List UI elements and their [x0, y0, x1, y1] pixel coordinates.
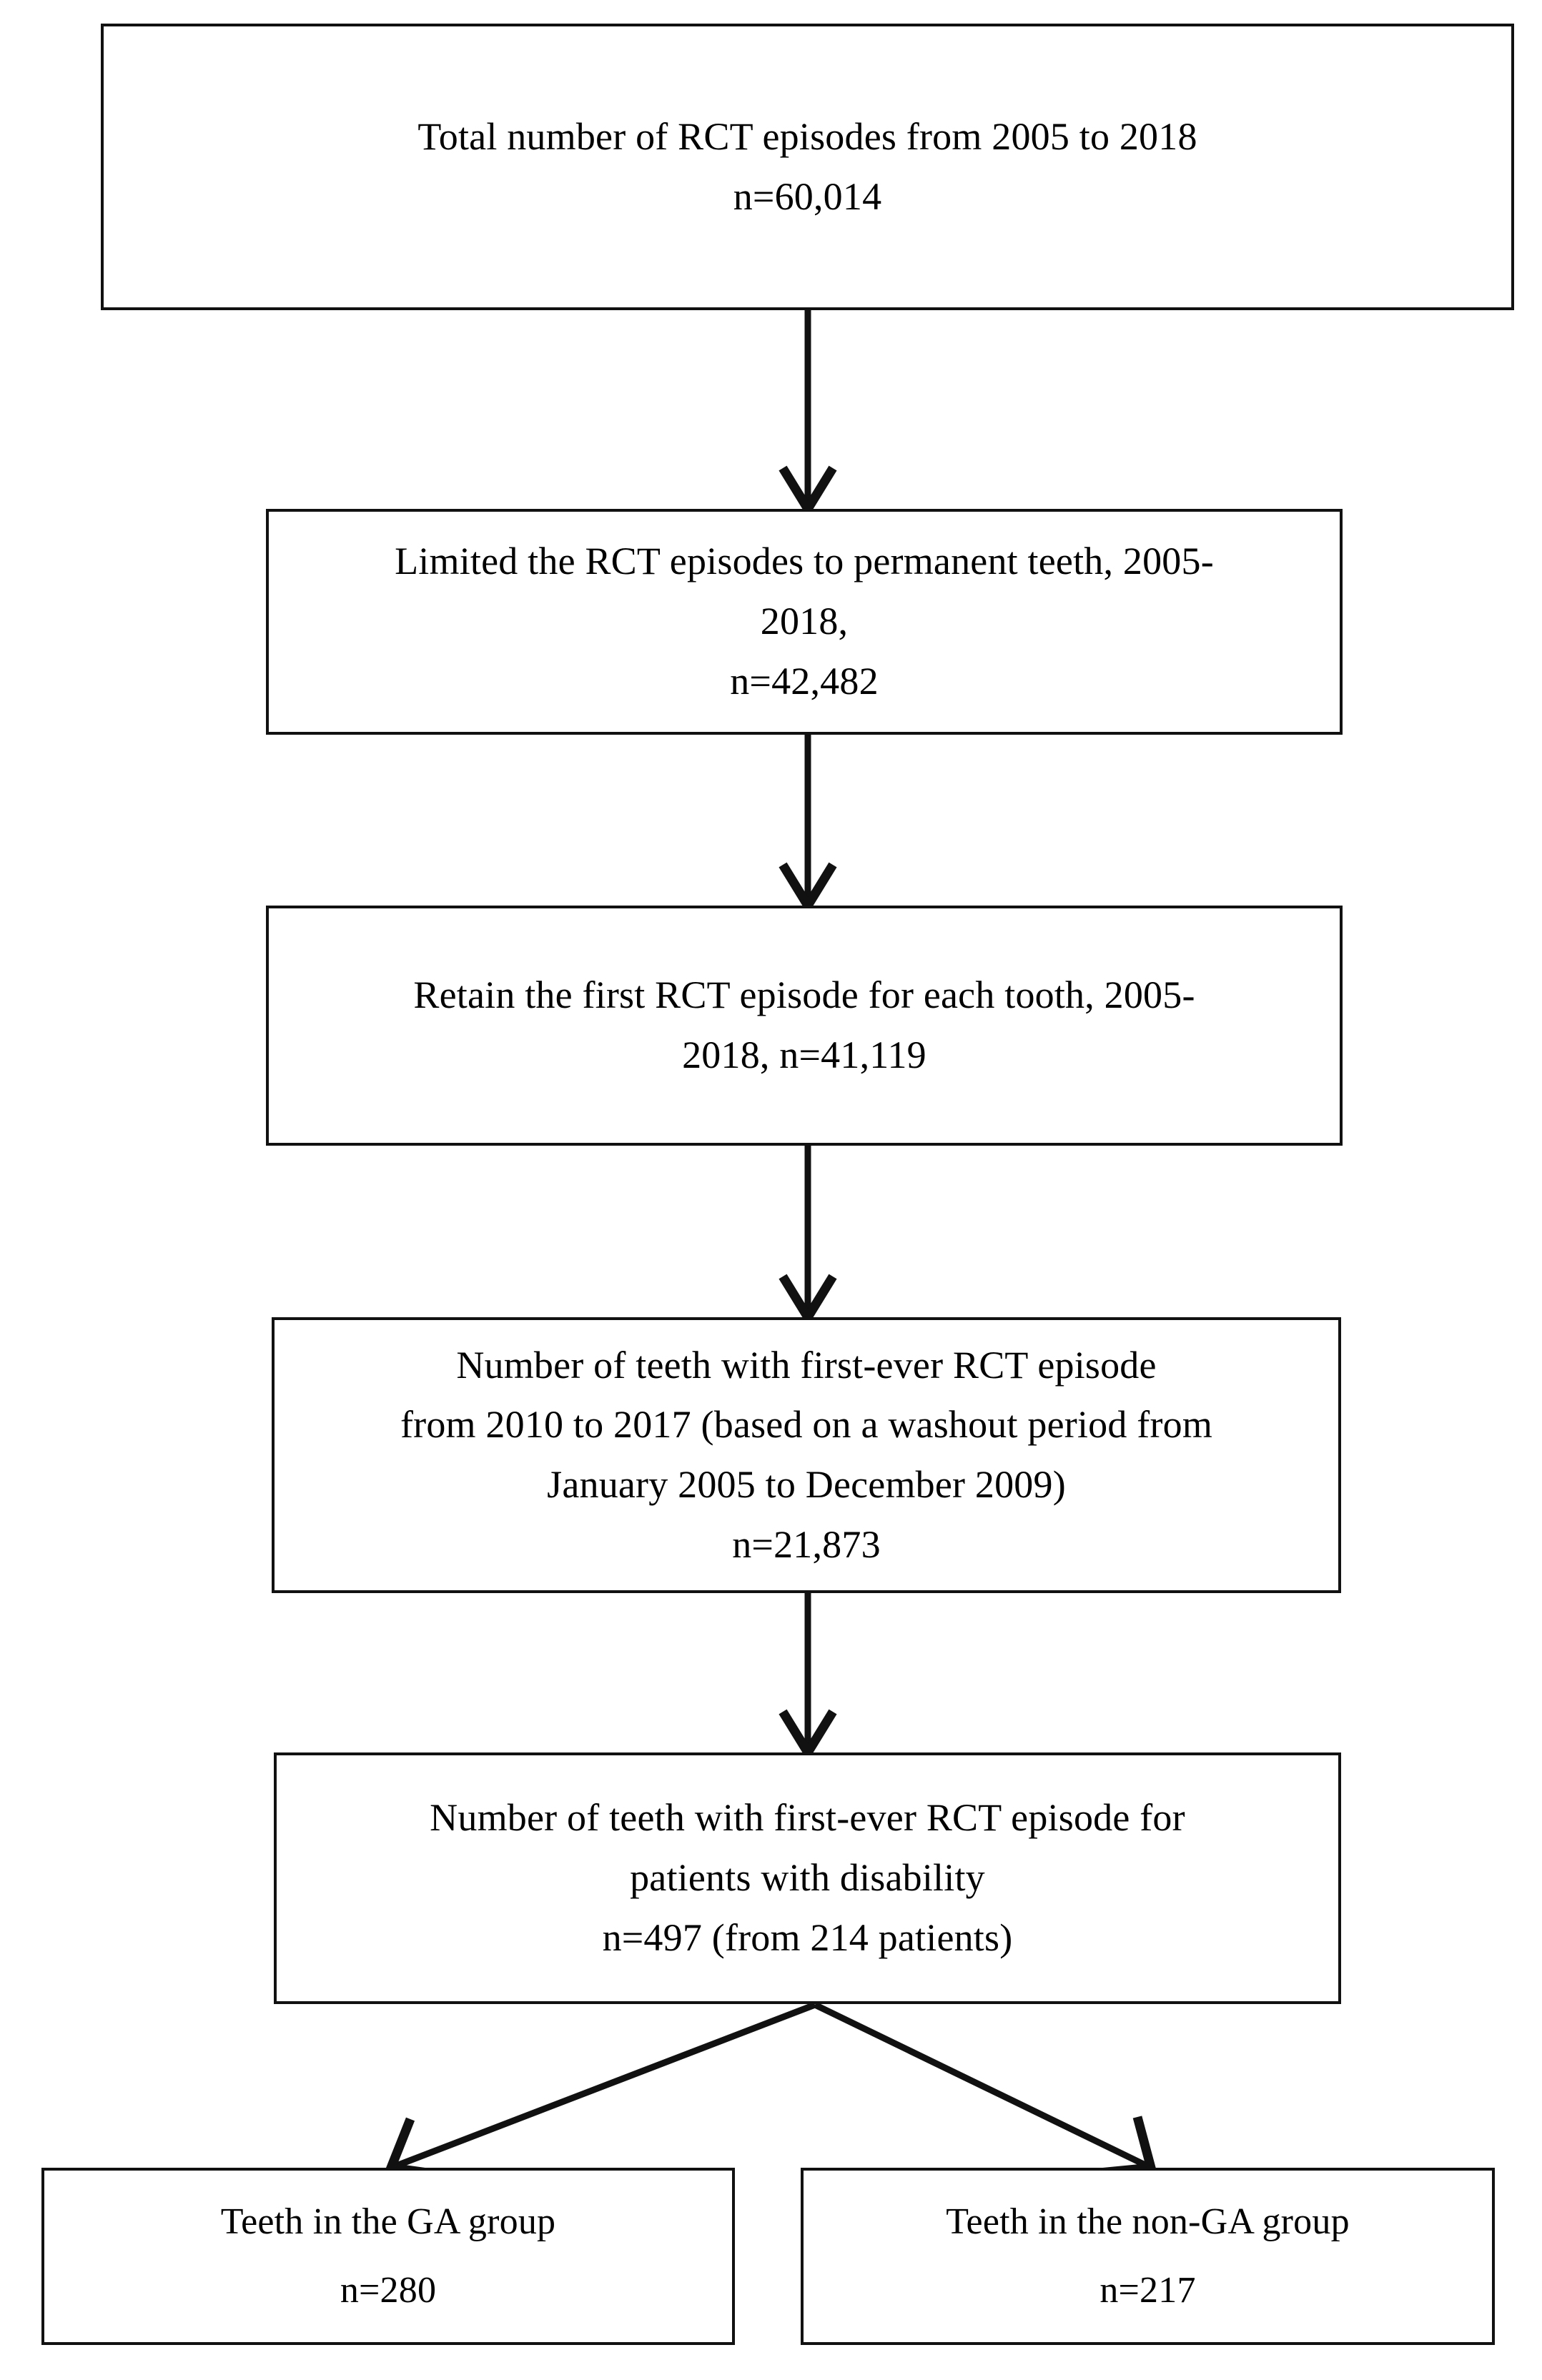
node-first-ever-2010-2017[interactable]: Number of teeth with first-ever RCT epis…	[272, 1317, 1341, 1593]
node-permanent-teeth[interactable]: Limited the RCT episodes to permanent te…	[266, 509, 1343, 735]
arrow-head-4-5	[779, 1709, 837, 1762]
node-line: n=217	[1099, 2270, 1196, 2311]
arrow-head-5-6	[384, 2117, 443, 2180]
arrow-head-2-3	[779, 862, 837, 915]
node-line: n=42,482	[730, 659, 879, 703]
node-patients-with-disability[interactable]: Number of teeth with first-ever RCT epis…	[274, 1752, 1341, 2004]
node-line: n=21,873	[732, 1522, 881, 1566]
node-line: Teeth in the non-GA group	[946, 2201, 1350, 2242]
node-line: Teeth in the GA group	[220, 2201, 556, 2242]
node-line: patients with disability	[630, 1856, 985, 1900]
node-line: n=497 (from 214 patients)	[602, 1915, 1013, 1959]
node-first-episode-per-tooth[interactable]: Retain the first RCT episode for each to…	[266, 906, 1343, 1146]
node-line: Limited the RCT episodes to permanent te…	[395, 540, 1214, 583]
node-line: 2018, n=41,119	[682, 1033, 926, 1076]
node-line: n=60,014	[733, 174, 882, 218]
node-non-ga-group[interactable]: Teeth in the non-GA group n=217	[801, 2168, 1495, 2345]
arrow-head-3-4	[779, 1274, 837, 1327]
node-line: January 2005 to December 2009)	[547, 1463, 1066, 1506]
node-line: Total number of RCT episodes from 2005 t…	[417, 114, 1197, 158]
node-line: Retain the first RCT episode for each to…	[413, 973, 1195, 1017]
node-line: 2018,	[760, 600, 849, 643]
arrow-line-5-6	[390, 2001, 816, 2171]
node-line: Number of teeth with first-ever RCT epis…	[456, 1343, 1157, 1387]
arrow-head-1-2	[779, 465, 837, 518]
node-total-episodes[interactable]: Total number of RCT episodes from 2005 t…	[101, 24, 1514, 310]
node-ga-group[interactable]: Teeth in the GA group n=280	[41, 2168, 735, 2345]
arrow-line-5-7	[814, 2001, 1152, 2171]
node-line: from 2010 to 2017 (based on a washout pe…	[400, 1403, 1213, 1447]
node-line: Number of teeth with first-ever RCT epis…	[430, 1796, 1185, 1840]
node-line: n=280	[340, 2270, 437, 2311]
arrow-head-5-7	[1099, 2116, 1157, 2178]
